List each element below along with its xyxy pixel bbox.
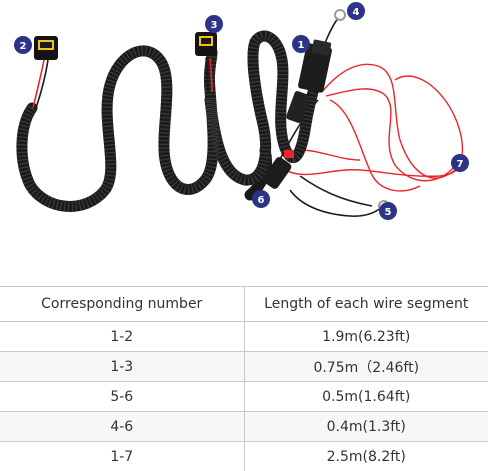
badge-3-label: 3 <box>211 20 218 31</box>
badge-5-label: 5 <box>385 207 392 218</box>
ring-terminal-4 <box>335 10 345 20</box>
connector-2 <box>34 36 58 60</box>
badge-2-label: 2 <box>20 41 27 52</box>
cell-length: 0.5m(1.64ft) <box>244 382 488 412</box>
cell-length: 2.5m(8.2ft) <box>244 442 488 471</box>
table-row: 5-6 0.5m(1.64ft) <box>0 382 488 412</box>
badge-7-label: 7 <box>457 159 464 170</box>
badge-4-label: 4 <box>353 7 360 18</box>
badge-4: 4 <box>347 2 365 20</box>
cell-length: 0.75m（2.46ft) <box>244 352 488 382</box>
cell-number: 4-6 <box>0 412 244 442</box>
cell-number: 5-6 <box>0 382 244 412</box>
cell-length: 0.4m(1.3ft) <box>244 412 488 442</box>
table-row: 4-6 0.4m(1.3ft) <box>0 412 488 442</box>
table-row: 1-7 2.5m(8.2ft) <box>0 442 488 471</box>
cell-number: 1-2 <box>0 322 244 352</box>
table-header-row: Corresponding number Length of each wire… <box>0 287 488 322</box>
table-row: 1-2 1.9m(6.23ft) <box>0 322 488 352</box>
cell-length: 1.9m(6.23ft) <box>244 322 488 352</box>
badge-3: 3 <box>205 15 223 33</box>
table-row: 1-3 0.75m（2.46ft) <box>0 352 488 382</box>
wiring-harness-photo: 1 2 3 4 5 6 7 <box>0 0 488 262</box>
badge-2: 2 <box>14 36 32 54</box>
badge-1-label: 1 <box>298 40 305 51</box>
header-wire-length: Length of each wire segment <box>244 287 488 322</box>
badge-7: 7 <box>451 154 469 172</box>
cell-number: 1-7 <box>0 442 244 471</box>
badge-5: 5 <box>379 202 397 220</box>
header-corresponding-number: Corresponding number <box>0 287 244 322</box>
badge-6-label: 6 <box>258 195 265 206</box>
connector-3 <box>195 32 217 56</box>
badge-6: 6 <box>252 190 270 208</box>
cell-number: 1-3 <box>0 352 244 382</box>
wire-length-table: Corresponding number Length of each wire… <box>0 286 488 471</box>
badge-1: 1 <box>292 35 310 53</box>
